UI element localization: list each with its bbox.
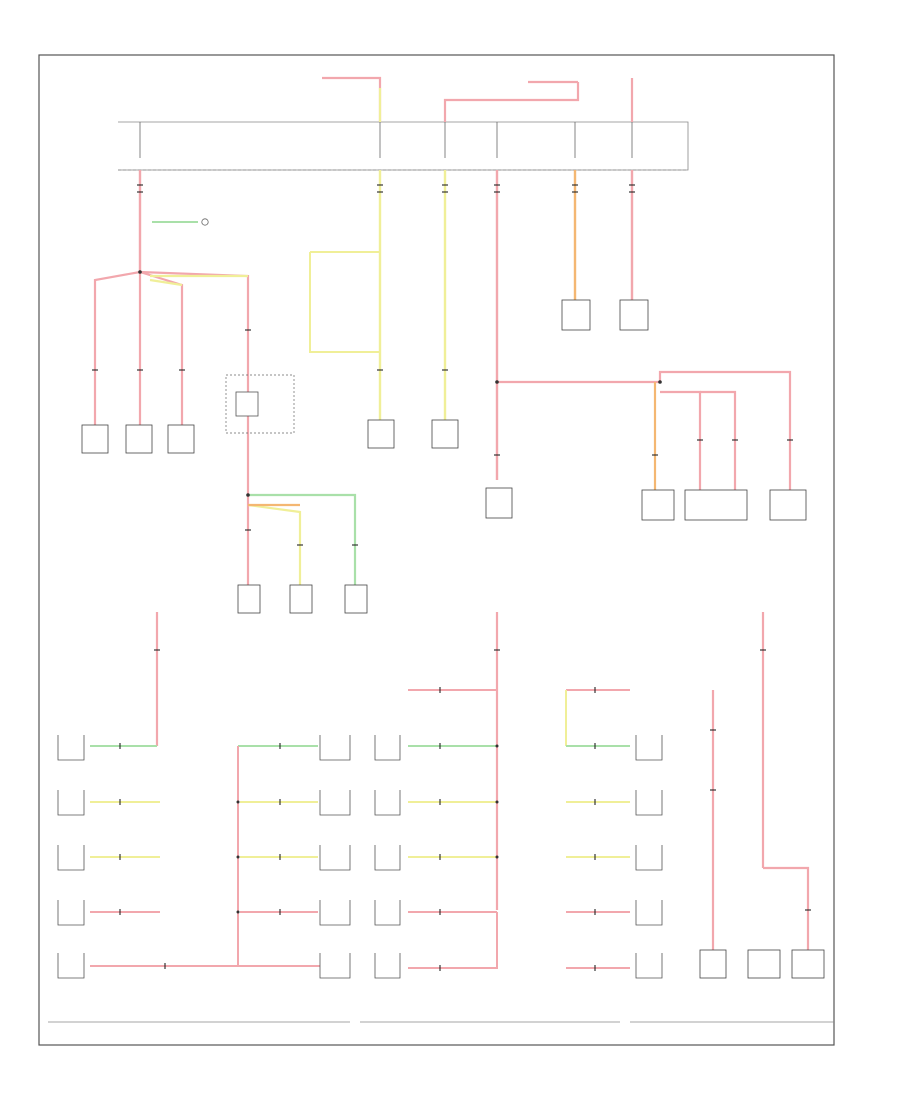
connector-marks: [92, 184, 811, 971]
module-dashed-box: [225, 374, 295, 434]
right-upper-boxes: [561, 299, 649, 331]
bottom-right-boxes: [699, 949, 825, 979]
switch-boxes: [237, 584, 368, 614]
middle-bottom-bank: [360, 689, 620, 1023]
left-lamp-boxes: [81, 424, 195, 454]
right-bottom-bank: [565, 689, 834, 1023]
top-feed-wires: [322, 76, 634, 122]
right-boxes: [641, 489, 807, 521]
diagram-border: [38, 54, 835, 1046]
splice-dots: [138, 270, 662, 914]
fuse-panel-outline: [118, 121, 689, 171]
right-distribution-wires: [497, 370, 792, 490]
left-bottom-bank: [48, 735, 351, 1023]
fuse-tabs: [139, 122, 633, 158]
lower-feed-wires: [155, 612, 810, 950]
left-lamp-wires: [93, 270, 250, 490]
mid-boxes: [367, 419, 513, 519]
switch-wires: [246, 490, 357, 585]
